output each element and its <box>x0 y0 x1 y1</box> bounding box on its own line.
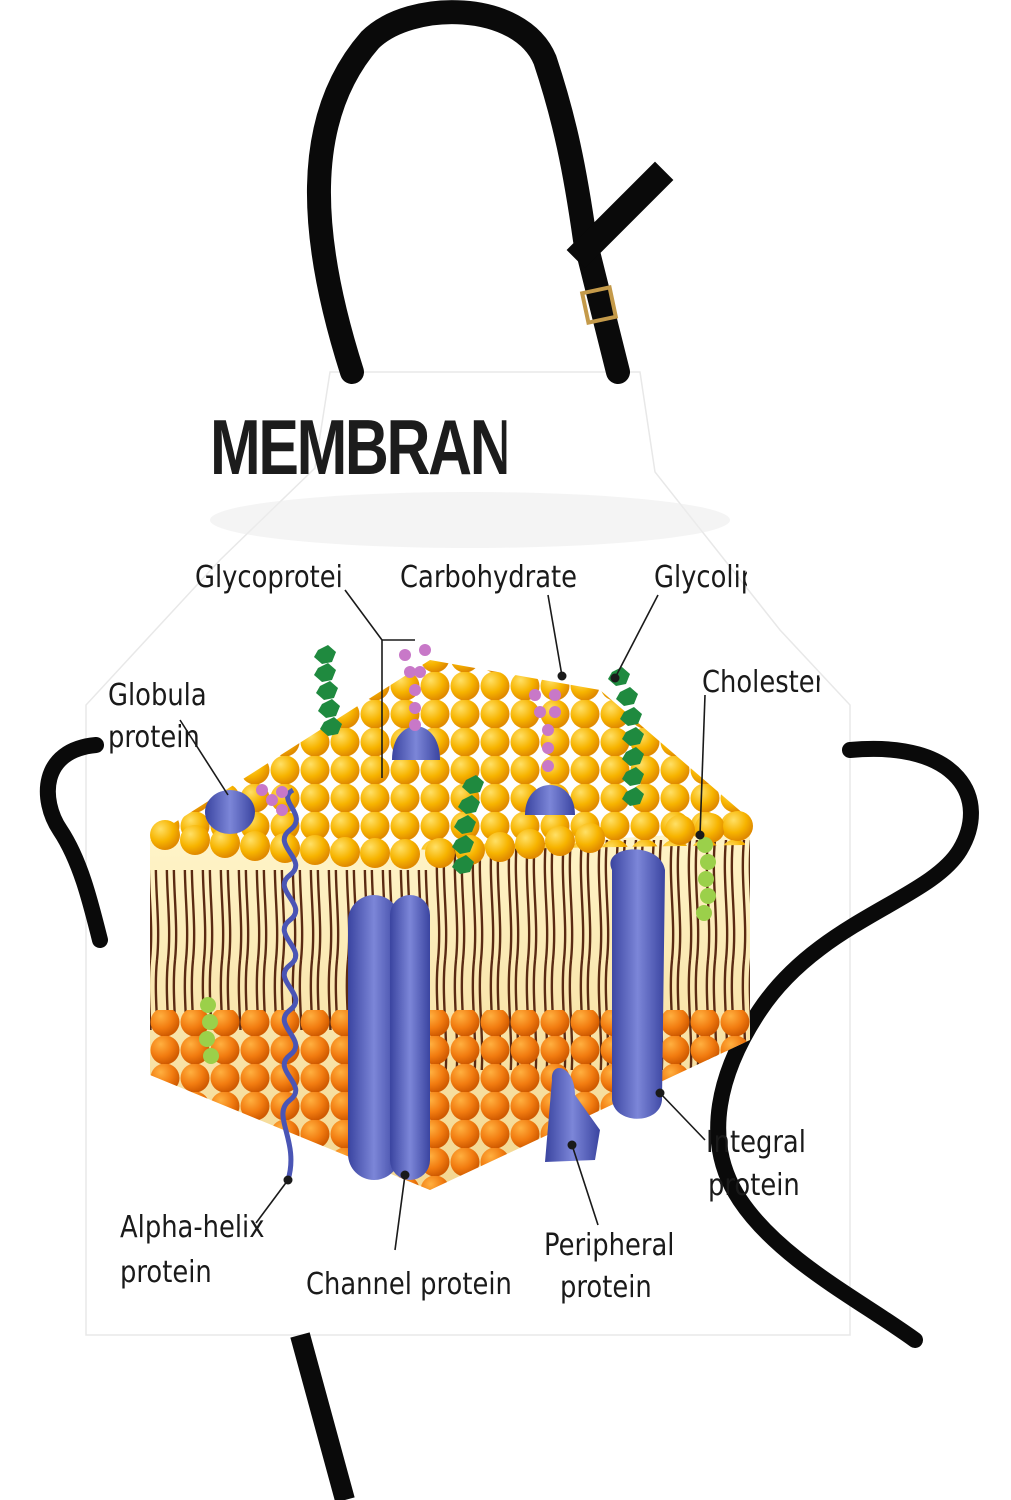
label-alpha-line2: protein <box>120 1255 212 1290</box>
buckle <box>579 285 619 325</box>
label-glycoprotein: Glycoprotein <box>195 560 341 595</box>
label-integral-line1: Integral <box>706 1125 806 1160</box>
label-alpha-line1: Alpha-helix <box>120 1210 265 1245</box>
left-tie <box>40 737 108 948</box>
label-integral-line2: protein <box>708 1168 800 1203</box>
channel-protein <box>348 895 430 1180</box>
alpha-helix <box>280 787 299 1181</box>
leader-dots <box>283 671 705 1185</box>
label-glycolipid: Glycolip <box>654 560 747 595</box>
neck-strap <box>307 0 630 384</box>
label-carbohydrate: Carbohydrate <box>400 560 577 595</box>
bottom-tie <box>290 1332 355 1500</box>
label-channel: Channel protein <box>306 1267 512 1302</box>
label-peripheral-line2: protein <box>560 1270 652 1305</box>
label-peripheral-line1: Peripheral <box>544 1228 675 1263</box>
label-globular-line2: protein <box>108 720 200 755</box>
diagram-title: MEMBRANE <box>210 408 506 486</box>
carbohydrate-chains <box>256 644 561 816</box>
cholesterol <box>199 837 716 1064</box>
right-tie <box>710 740 979 1348</box>
integral-protein <box>610 849 665 1119</box>
label-globular-line1: Globular <box>108 678 207 713</box>
label-cholesterol: Cholestero <box>702 665 820 700</box>
leader-lines <box>179 589 706 1251</box>
peripheral-protein <box>545 1068 600 1162</box>
globular-protein <box>205 790 255 834</box>
